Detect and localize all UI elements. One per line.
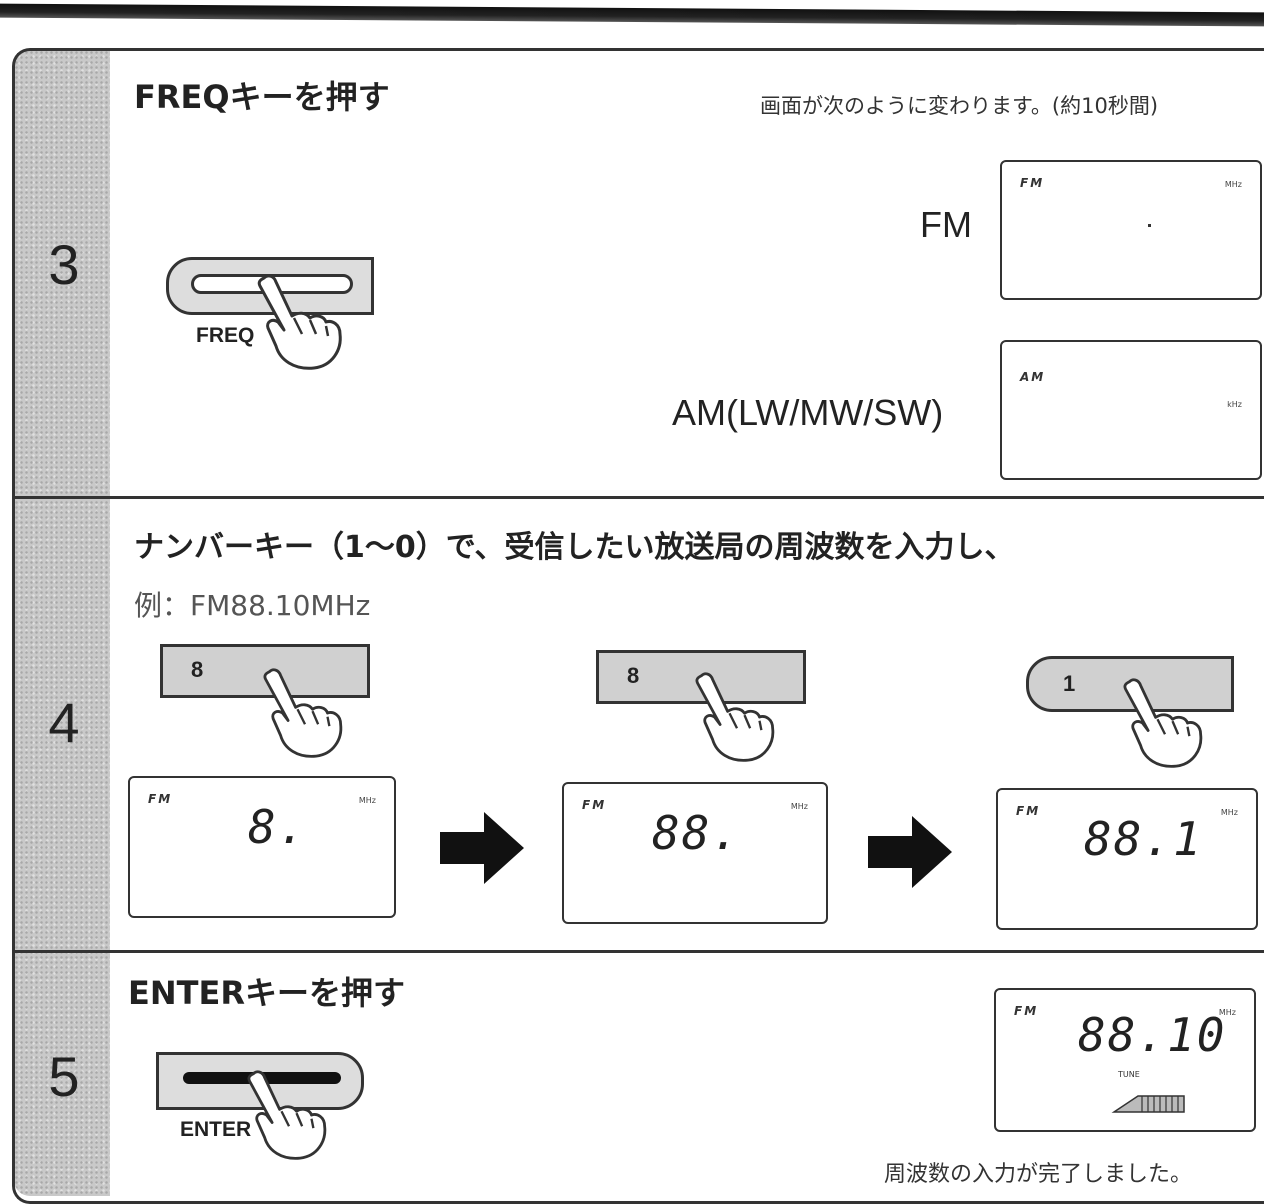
unit-indicator: MHz [1218, 1008, 1236, 1017]
fm-display-step1: FM MHz 8. [128, 776, 396, 918]
step-heading: FREQキーを押す [134, 78, 390, 116]
fm-label: FM [920, 204, 972, 245]
unit-indicator: kHz [1227, 400, 1242, 409]
pointing-hand-icon [1123, 678, 1203, 768]
key-cap-label: 8 [191, 657, 204, 682]
unit-indicator: MHz [1220, 808, 1238, 817]
fm-display-step3: FM MHz 88.1 [996, 788, 1258, 930]
unit-indicator: MHz [1224, 180, 1242, 189]
frequency-readout: 88. [652, 806, 742, 860]
fm-display-step2: FM MHz 88. [562, 782, 828, 924]
example-text: 例：FM88.10MHz [134, 589, 371, 622]
step-heading: ENTERキーを押す [128, 974, 405, 1012]
step-number: 4 [48, 691, 80, 754]
number-key-1[interactable]: 1 [1026, 656, 1234, 712]
step-heading: ナンバーキー（1～0）で、受信したい放送局の周波数を入力し、 [134, 530, 1015, 565]
completion-note: 周波数の入力が完了しました。 [884, 1162, 1193, 1187]
band-indicator: FM [148, 792, 173, 806]
freq-key-label: FREQ [196, 324, 255, 347]
band-indicator: FM [1020, 176, 1045, 190]
step-number: 5 [48, 1045, 80, 1108]
key-cap-label: 8 [627, 663, 640, 688]
step-number: 3 [48, 233, 80, 296]
band-indicator: FM [1014, 1004, 1039, 1018]
pointing-hand-icon [257, 274, 342, 370]
band-indicator: FM [582, 798, 607, 812]
band-indicator: FM [1016, 804, 1041, 818]
tuning-meter-icon [1111, 1095, 1185, 1113]
step-note: 画面が次のように変わります。(約10秒間) [760, 94, 1159, 118]
am-label: AM(LW/MW/SW) [672, 392, 944, 433]
pointing-hand-icon [247, 1070, 327, 1160]
frequency-readout: 88.1 [1084, 812, 1203, 866]
header-rule [0, 3, 1264, 27]
step-divider [12, 950, 1264, 953]
unit-indicator: MHz [790, 802, 808, 811]
tune-label: TUNE [1118, 1070, 1140, 1079]
frequency-readout: 88.10 [1078, 1008, 1227, 1062]
pointing-hand-icon [695, 672, 775, 762]
number-key-8[interactable]: 8 [160, 644, 370, 698]
am-display: AM kHz [1000, 340, 1262, 480]
display-dot [1148, 224, 1151, 227]
right-arrow-icon [440, 812, 524, 884]
enter-key-label: ENTER [180, 1118, 252, 1141]
band-indicator: AM [1020, 370, 1046, 384]
unit-indicator: MHz [358, 796, 376, 805]
pointing-hand-icon [263, 668, 343, 758]
key-cap-label: 1 [1063, 671, 1076, 696]
fm-display-final: FM MHz 88.10 TUNE [994, 988, 1256, 1132]
step-gutter [14, 50, 110, 1196]
frequency-readout: 8. [248, 800, 308, 854]
fm-display: FM MHz [1000, 160, 1262, 300]
step-divider [12, 496, 1264, 499]
right-arrow-icon [868, 816, 952, 888]
